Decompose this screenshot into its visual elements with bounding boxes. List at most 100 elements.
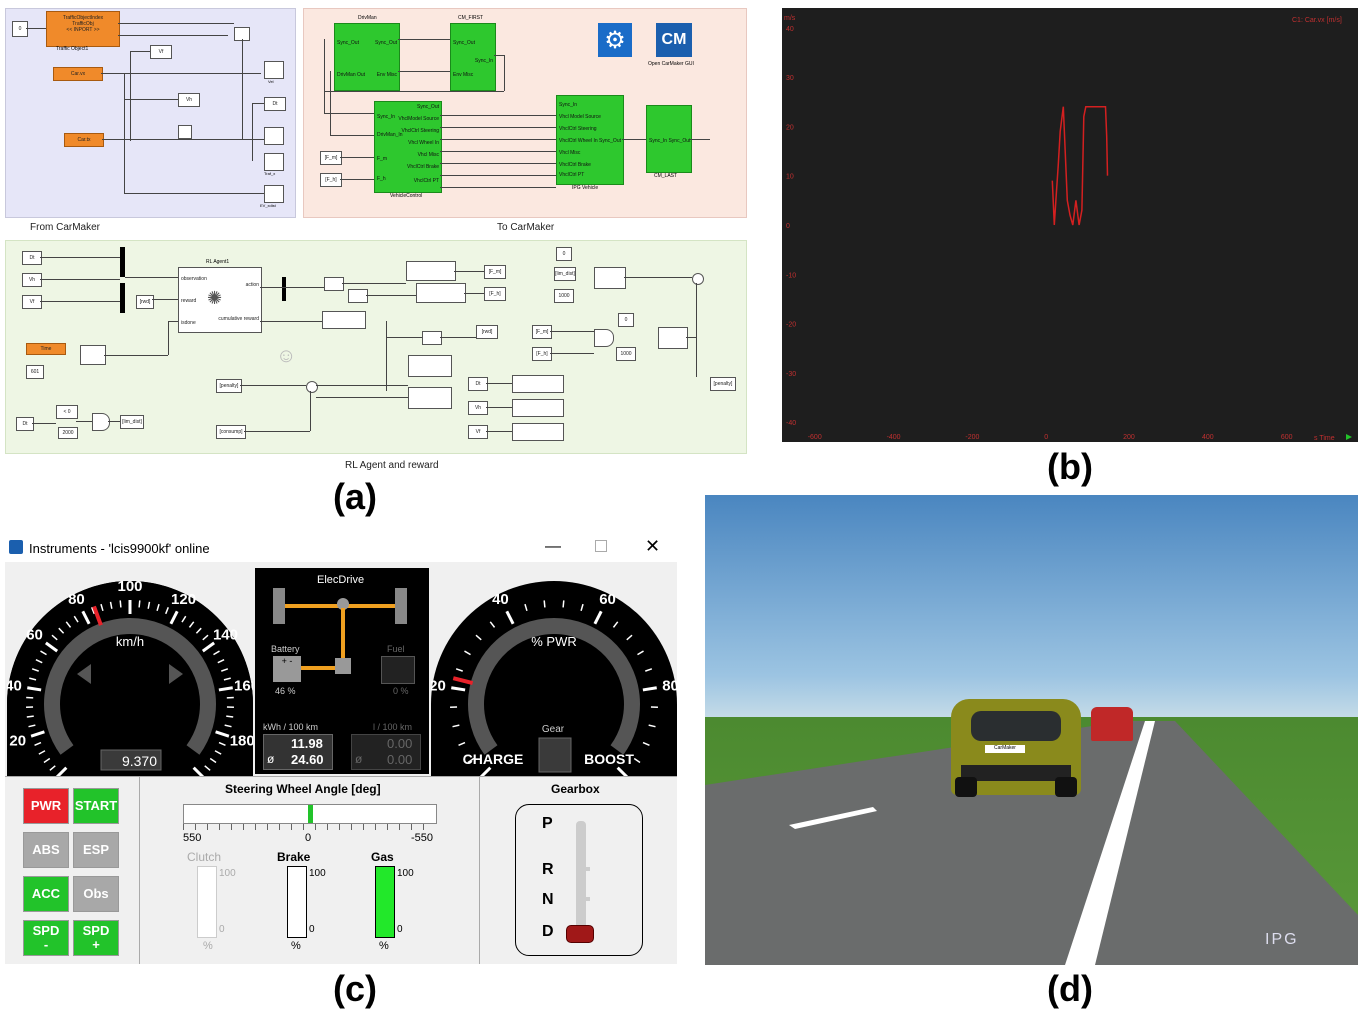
rl-from-vh[interactable]: Vh bbox=[22, 273, 42, 287]
acc-button[interactable]: ACC bbox=[23, 876, 69, 912]
goto-dt[interactable]: Dt bbox=[264, 97, 286, 111]
rl2-from-dt[interactable]: Dt bbox=[468, 377, 488, 391]
const-1000a[interactable]: 1000 bbox=[554, 289, 574, 303]
display-2[interactable] bbox=[408, 387, 452, 409]
gas-bar bbox=[375, 866, 395, 938]
goto-fm[interactable]: [F_m] bbox=[484, 265, 506, 279]
spd-plus-button[interactable]: SPD + bbox=[73, 920, 119, 956]
elecdrive-title: ElecDrive bbox=[317, 574, 365, 586]
and-block[interactable] bbox=[594, 329, 614, 347]
car-vx-block[interactable]: Car.vx bbox=[53, 67, 103, 81]
goto-fh[interactable]: [F_h] bbox=[484, 287, 506, 301]
switch-2[interactable] bbox=[658, 327, 688, 349]
sat-2[interactable] bbox=[416, 283, 466, 303]
gauge-tick bbox=[224, 724, 232, 728]
gain-2[interactable] bbox=[348, 289, 368, 303]
time-block[interactable]: Time bbox=[26, 343, 66, 355]
gauge-tick bbox=[213, 650, 220, 656]
from-fh[interactable]: [F_h] bbox=[320, 173, 342, 187]
rl3-from-fh[interactable]: [F_h] bbox=[532, 347, 552, 361]
rl-from-rwd[interactable]: [rwd] bbox=[136, 295, 154, 309]
display-1[interactable] bbox=[408, 355, 452, 377]
scope-vel[interactable] bbox=[264, 61, 284, 79]
and-2[interactable] bbox=[92, 413, 110, 431]
gauge-tick bbox=[464, 650, 471, 656]
abs-button[interactable]: ABS bbox=[23, 832, 69, 868]
vehicle-control-block[interactable]: Sync_In DrivMan_In F_m F_h Sync_Out Vhcl… bbox=[374, 101, 442, 193]
brake-bar bbox=[287, 866, 307, 938]
esp-button[interactable]: ESP bbox=[73, 832, 119, 868]
pwr-button[interactable]: PWR bbox=[23, 788, 69, 824]
display-vh[interactable] bbox=[512, 399, 564, 417]
gain-1[interactable] bbox=[324, 277, 344, 291]
display-vf[interactable] bbox=[512, 423, 564, 441]
power-gauge: 020406080100 % PWR Gear CHARGE BOOST bbox=[431, 581, 677, 776]
const-1000b[interactable]: 1000 bbox=[616, 347, 636, 361]
left-arrow-icon bbox=[77, 664, 91, 684]
goto-vh[interactable]: Vh bbox=[178, 93, 200, 107]
ipg-vehicle-block[interactable]: Sync_In Vhcl Model Source VhclCtrl Steer… bbox=[556, 95, 624, 185]
const-601[interactable]: 601 bbox=[26, 365, 44, 379]
spd-minus-button[interactable]: SPD - bbox=[23, 920, 69, 956]
scope-dist[interactable] bbox=[264, 127, 284, 145]
ego-car: CarMaker bbox=[951, 699, 1081, 797]
gauge-tick bbox=[73, 615, 79, 623]
gauge-tick bbox=[43, 757, 51, 764]
switch-1[interactable] bbox=[594, 267, 626, 289]
rl4-from-dt[interactable]: Dt bbox=[16, 417, 34, 431]
reward-display[interactable] bbox=[322, 311, 366, 329]
cm-gear-button[interactable]: ⚙ bbox=[598, 23, 632, 57]
scope-ev[interactable] bbox=[264, 185, 284, 203]
y-tick-label: -10 bbox=[786, 272, 796, 279]
steering-bar[interactable] bbox=[183, 804, 437, 824]
from-lim-dist[interactable]: [lim_dist] bbox=[554, 267, 576, 281]
gauge-tick bbox=[156, 603, 160, 612]
rl-from-dt[interactable]: Dt bbox=[22, 251, 42, 265]
rl2-from-vf[interactable]: Vf bbox=[468, 425, 488, 439]
rl2-from-vh[interactable]: Vh bbox=[468, 401, 488, 415]
from-consump[interactable]: [consump] bbox=[216, 425, 246, 439]
const-0b[interactable]: 0 bbox=[618, 313, 634, 327]
gauge-tick bbox=[489, 621, 496, 628]
car-tx-block[interactable]: Car.tx bbox=[64, 133, 104, 147]
sat-1[interactable] bbox=[406, 261, 456, 281]
minimize-icon[interactable]: — bbox=[545, 538, 561, 555]
gauge-tick bbox=[543, 600, 546, 608]
gauge-tick bbox=[81, 610, 91, 625]
rl3-from-fm[interactable]: [F_m] bbox=[532, 325, 552, 339]
maximize-icon[interactable] bbox=[595, 540, 607, 552]
gauge-tick bbox=[562, 600, 565, 608]
scope-traf[interactable] bbox=[264, 153, 284, 171]
start-button[interactable]: START bbox=[73, 788, 119, 824]
y-tick-label: -40 bbox=[786, 420, 796, 427]
goto-lim-dist[interactable]: [lim_dist] bbox=[120, 415, 144, 429]
goto-rwd[interactable]: [rwd] bbox=[476, 325, 498, 339]
const-0a[interactable]: 0 bbox=[556, 247, 572, 261]
display-dt[interactable] bbox=[512, 375, 564, 393]
traffic-object-block[interactable]: TrafficObjectIndex TrafficObj << INPORT … bbox=[46, 11, 120, 47]
from-fm[interactable]: [F_m] bbox=[320, 151, 342, 165]
play-icon[interactable] bbox=[1346, 434, 1352, 440]
rl-from-vf[interactable]: Vf bbox=[22, 295, 42, 309]
const-2000[interactable]: 2000 bbox=[58, 427, 78, 439]
gain-3[interactable] bbox=[422, 331, 442, 345]
compare-block[interactable] bbox=[80, 345, 106, 365]
title-bar[interactable]: Instruments - 'lcis9900kf' online — ✕ bbox=[5, 534, 677, 562]
obs-button[interactable]: Obs bbox=[73, 876, 119, 912]
goto-vf[interactable]: Vf bbox=[150, 45, 172, 59]
goto-penalty[interactable]: [penalty] bbox=[710, 377, 736, 391]
from-penalty[interactable]: [penalty] bbox=[216, 379, 242, 393]
cm-last-block[interactable]: Sync_In Sync_Out bbox=[646, 105, 692, 173]
product-block[interactable] bbox=[178, 125, 192, 139]
inport-constant[interactable]: 0 bbox=[12, 21, 28, 37]
gear-lever[interactable] bbox=[566, 925, 594, 943]
cm-logo-button[interactable]: CM bbox=[656, 23, 692, 57]
carvx-series-line bbox=[1051, 105, 1109, 226]
x-tick-label: 600 bbox=[1281, 434, 1293, 441]
lt-zero[interactable]: < 0 bbox=[56, 405, 78, 419]
close-icon[interactable]: ✕ bbox=[645, 536, 661, 556]
rl-agent-block[interactable]: observation reward isdone action cumulat… bbox=[178, 267, 262, 333]
